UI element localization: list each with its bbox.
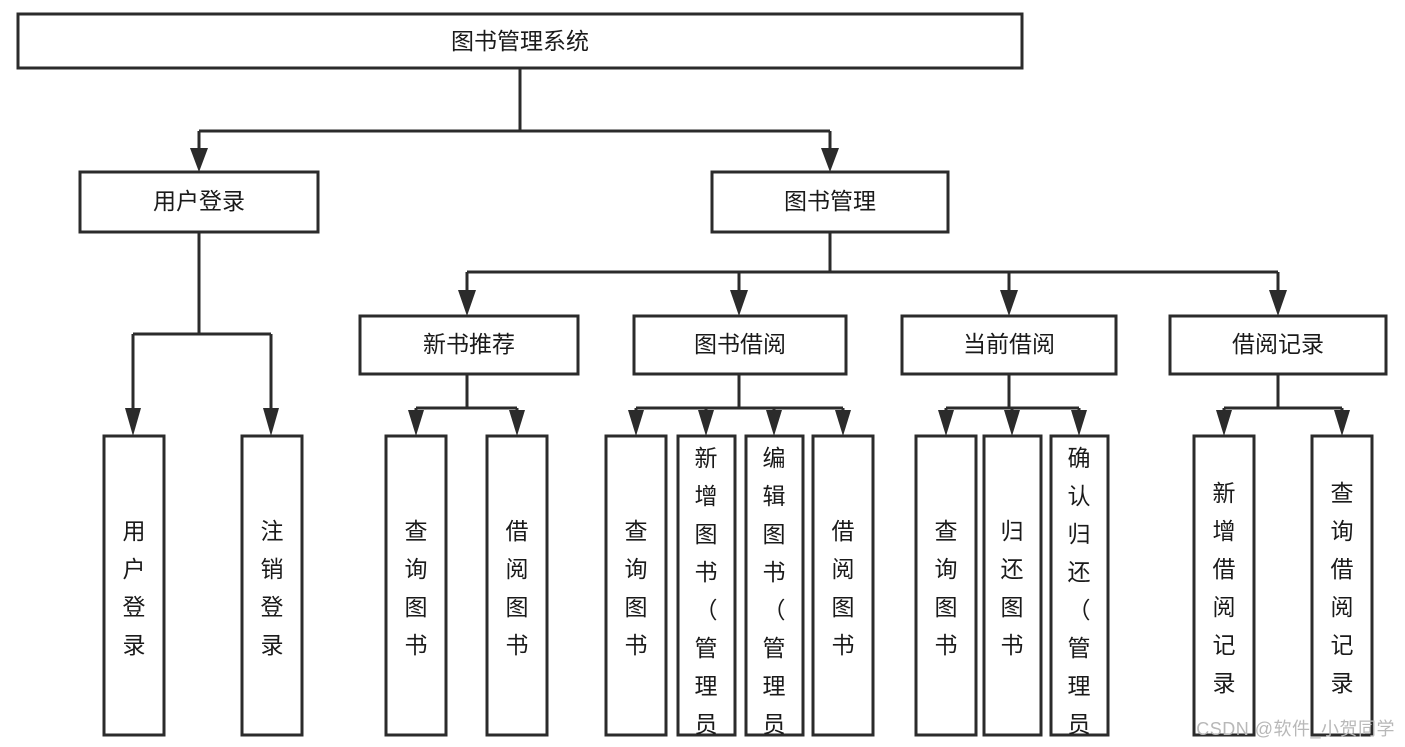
arrow-head-user-login [190, 148, 208, 172]
node-current-borrow-label: 当前借阅 [963, 331, 1055, 357]
node-leaf-return-book-label: 归还图书 [1001, 518, 1024, 658]
node-leaf-borrow-book-2[interactable]: 借阅图书 [811, 434, 875, 737]
arrow-head-leaf-query-book-1 [408, 410, 424, 436]
node-leaf-query-book-2-label: 查询图书 [625, 518, 648, 658]
node-leaf-query-record-box[interactable] [1310, 434, 1374, 737]
node-leaf-query-book-3[interactable]: 查询图书 [914, 434, 978, 737]
arrow-head-leaf-add-book [698, 410, 714, 436]
node-root-label: 图书管理系统 [451, 28, 589, 54]
node-leaf-add-book-label: 新增图书（管理员） [695, 445, 718, 747]
node-leaf-logout-login-label: 注销登录 [261, 518, 284, 658]
connector-group-new-book-recommend [408, 374, 525, 436]
node-leaf-user-login-box[interactable] [102, 434, 166, 737]
connector-group-root [190, 68, 839, 172]
node-root[interactable]: 图书管理系统 [16, 12, 1024, 70]
node-borrow-record-box[interactable] [1168, 314, 1388, 376]
node-leaf-confirm-return[interactable]: 确认归还（管理员） [1049, 434, 1110, 747]
node-user-login-label: 用户登录 [153, 188, 245, 214]
connector-group-borrow-record [1216, 374, 1350, 436]
arrow-head-book-borrow [730, 290, 748, 316]
arrow-head-leaf-return-book [1004, 410, 1020, 436]
node-book-borrow[interactable]: 图书借阅 [632, 314, 848, 376]
node-book-management-box[interactable] [710, 170, 950, 234]
node-leaf-query-book-3-label: 查询图书 [935, 518, 958, 658]
node-leaf-return-book-box[interactable] [982, 434, 1043, 737]
node-new-book-recommend-label: 新书推荐 [423, 331, 515, 357]
node-leaf-add-record-box[interactable] [1192, 434, 1256, 737]
arrow-head-leaf-query-book-2 [628, 410, 644, 436]
node-new-book-recommend[interactable]: 新书推荐 [358, 314, 580, 376]
arrow-head-leaf-edit-book [766, 410, 782, 436]
arrow-head-leaf-query-record [1334, 410, 1350, 436]
arrow-head-leaf-query-book-3 [938, 410, 954, 436]
node-leaf-edit-book-box[interactable] [744, 434, 805, 737]
node-user-login[interactable]: 用户登录 [78, 170, 320, 234]
node-leaf-query-book-1-label: 查询图书 [405, 518, 428, 658]
node-borrow-record-label: 借阅记录 [1232, 331, 1324, 357]
arrow-head-leaf-borrow-book-1 [509, 410, 525, 436]
node-leaf-add-record-label: 新增借阅记录 [1213, 480, 1236, 696]
node-leaf-user-login-label: 用户登录 [123, 518, 146, 658]
node-book-management-label: 图书管理 [784, 188, 876, 214]
node-current-borrow-box[interactable] [900, 314, 1118, 376]
arrow-head-leaf-confirm-return [1071, 410, 1087, 436]
node-user-login-box[interactable] [78, 170, 320, 234]
node-leaf-borrow-book-2-box[interactable] [811, 434, 875, 737]
node-leaf-logout-login-box[interactable] [240, 434, 304, 737]
node-leaf-confirm-return-box[interactable] [1049, 434, 1110, 737]
node-leaf-edit-book-label: 编辑图书（管理员） [763, 445, 786, 747]
node-book-management[interactable]: 图书管理 [710, 170, 950, 234]
node-book-borrow-box[interactable] [632, 314, 848, 376]
node-leaf-add-book[interactable]: 新增图书（管理员） [676, 434, 737, 747]
node-book-borrow-label: 图书借阅 [694, 331, 786, 357]
node-root-box[interactable] [16, 12, 1024, 70]
node-leaf-add-record[interactable]: 新增借阅记录 [1192, 434, 1256, 737]
node-leaf-borrow-book-1-label: 借阅图书 [506, 518, 529, 658]
node-leaf-query-record-label: 查询借阅记录 [1331, 480, 1354, 696]
arrow-head-borrow-record [1269, 290, 1287, 316]
node-borrow-record[interactable]: 借阅记录 [1168, 314, 1388, 376]
node-leaf-borrow-book-1[interactable]: 借阅图书 [485, 434, 549, 737]
node-leaf-query-book-1[interactable]: 查询图书 [384, 434, 448, 737]
node-leaf-borrow-book-2-label: 借阅图书 [832, 518, 855, 658]
node-leaf-query-book-3-box[interactable] [914, 434, 978, 737]
arrow-head-current-borrow [1000, 290, 1018, 316]
connector-group-book-borrow [628, 374, 851, 436]
connector-group-user-login [125, 232, 279, 436]
node-leaf-query-record[interactable]: 查询借阅记录 [1310, 434, 1374, 737]
node-leaf-user-login[interactable]: 用户登录 [102, 434, 166, 737]
csdn-watermark: CSDN @软件_小贺同学 [1196, 719, 1395, 739]
arrow-head-new-book-recommend [458, 290, 476, 316]
connector-group-book-management [458, 232, 1287, 316]
node-leaf-query-book-2[interactable]: 查询图书 [604, 434, 668, 737]
arrow-head-leaf-logout-login [263, 408, 279, 436]
arrow-head-leaf-add-record [1216, 410, 1232, 436]
node-leaf-borrow-book-1-box[interactable] [485, 434, 549, 737]
node-leaf-add-book-box[interactable] [676, 434, 737, 737]
node-leaf-confirm-return-label: 确认归还（管理员） [1068, 445, 1091, 747]
node-leaf-query-book-1-box[interactable] [384, 434, 448, 737]
node-leaf-logout-login[interactable]: 注销登录 [240, 434, 304, 737]
node-current-borrow[interactable]: 当前借阅 [900, 314, 1118, 376]
arrow-head-leaf-borrow-book-2 [835, 410, 851, 436]
connector-group-current-borrow [938, 374, 1087, 436]
node-new-book-recommend-box[interactable] [358, 314, 580, 376]
node-leaf-return-book[interactable]: 归还图书 [982, 434, 1043, 737]
node-leaf-edit-book[interactable]: 编辑图书（管理员） [744, 434, 805, 747]
arrow-head-leaf-user-login [125, 408, 141, 436]
node-leaf-query-book-2-box[interactable] [604, 434, 668, 737]
arrow-head-book-management [821, 148, 839, 172]
